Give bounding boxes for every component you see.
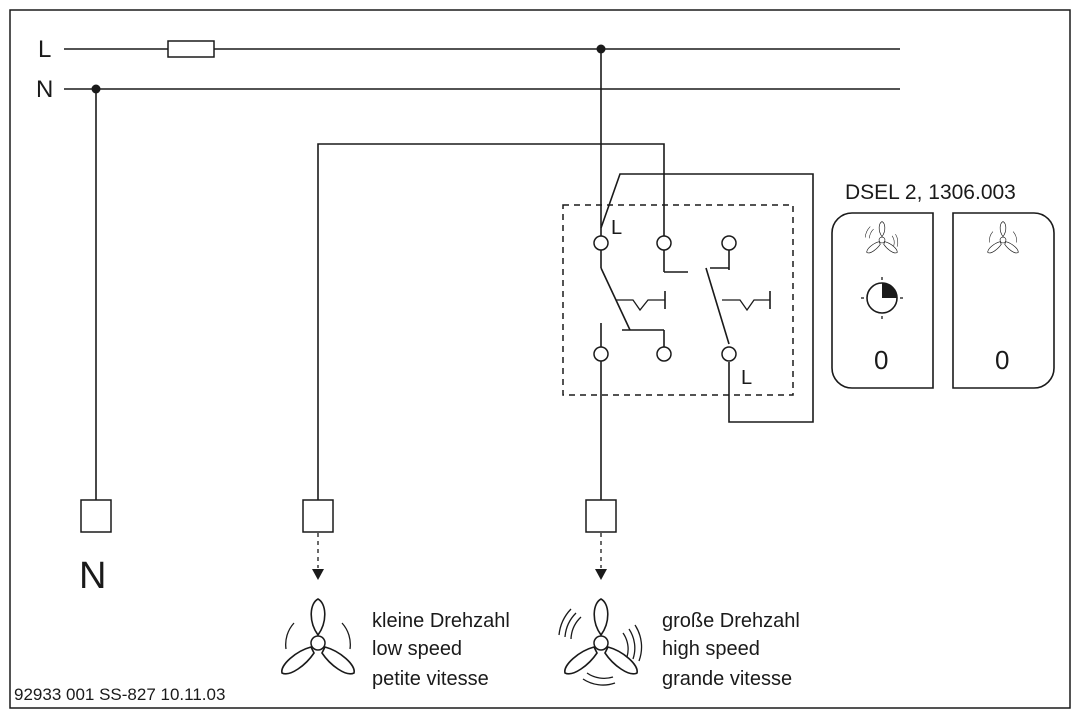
neutral-terminal-label: N (79, 555, 106, 597)
low-speed-terminal (302, 499, 334, 533)
low-speed-wire (317, 143, 665, 500)
line-bus (64, 40, 900, 58)
timer-icon (861, 277, 903, 319)
document-code: 92933 001 SS-827 10.11.03 (14, 685, 225, 704)
switch-input-label: L (611, 217, 622, 239)
neutral-bus (64, 84, 900, 500)
neutral-terminal (80, 499, 112, 533)
switch-output-label: L (741, 367, 752, 389)
fuse-symbol (167, 40, 215, 58)
device-button-right (952, 212, 1055, 389)
diagram-frame (9, 9, 1071, 709)
fan-high-speed-icon (864, 221, 899, 254)
high-speed-label-en: high speed (662, 638, 760, 660)
bridge-wire (600, 173, 814, 423)
right-button-value: 0 (995, 345, 1009, 375)
device-model-label: DSEL 2, 1306.003 (845, 181, 1016, 204)
low-speed-label-de: kleine Drehzahl (372, 610, 510, 632)
low-speed-label-en: low speed (372, 638, 462, 660)
switch-blade-left (600, 250, 688, 347)
fan-high-speed-icon (558, 598, 643, 686)
line-label: L (38, 36, 51, 63)
high-speed-arrow (595, 533, 607, 580)
fan-low-speed-icon (987, 221, 1019, 254)
high-speed-terminal (585, 499, 617, 533)
switch-blade-right (705, 250, 771, 345)
neutral-label: N (36, 76, 53, 103)
high-speed-label-de: große Drehzahl (662, 610, 800, 632)
high-speed-label-fr: grande vitesse (662, 668, 792, 690)
left-button-value: 0 (874, 345, 888, 375)
low-speed-arrow (312, 533, 324, 580)
switch-housing (562, 204, 794, 396)
fan-low-speed-icon (281, 598, 355, 675)
device-button-left (831, 212, 934, 389)
low-speed-label-fr: petite vitesse (372, 668, 489, 690)
